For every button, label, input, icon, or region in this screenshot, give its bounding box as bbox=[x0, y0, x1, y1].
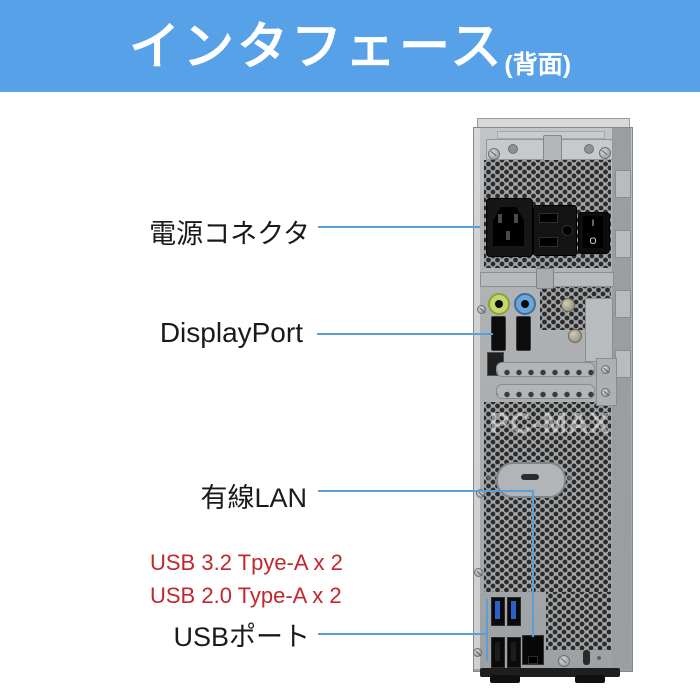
page-subtitle: (背面) bbox=[504, 51, 572, 79]
label-wired-lan: 有線LAN bbox=[200, 483, 307, 513]
power-inlet-pin bbox=[498, 214, 502, 223]
usb-2-0-tongue bbox=[495, 642, 500, 661]
pull-handle-slot bbox=[521, 474, 539, 480]
case-left-highlight bbox=[474, 128, 480, 669]
rivet bbox=[508, 144, 518, 154]
vent-grid-bottom-right bbox=[546, 592, 611, 650]
usb-2-0-tongue bbox=[511, 642, 516, 661]
power-switch-off-mark: O bbox=[589, 236, 597, 246]
usb-3-2-tongue bbox=[511, 601, 516, 619]
power-inlet-pin bbox=[514, 214, 518, 223]
header-banner: インタフェース(背面) bbox=[0, 0, 700, 92]
displayport-connector-1 bbox=[491, 316, 506, 351]
leader-line-displayport bbox=[317, 333, 493, 335]
leader-line-usb-horizontal bbox=[318, 633, 488, 635]
leader-line-lan-vertical bbox=[532, 490, 534, 637]
case-shadow bbox=[480, 668, 620, 677]
rail-tab bbox=[615, 230, 631, 258]
rivet bbox=[584, 144, 594, 154]
screw bbox=[473, 648, 482, 657]
screw bbox=[558, 655, 570, 667]
expansion-slot-cover-2 bbox=[496, 384, 595, 399]
screw bbox=[601, 365, 610, 374]
expansion-slot-cover-1 bbox=[496, 362, 595, 377]
lan-port bbox=[522, 635, 544, 665]
power-switch-rocker bbox=[583, 216, 603, 248]
rivet-dot bbox=[568, 476, 572, 480]
leader-line-usb-vertical bbox=[486, 599, 488, 661]
top-latch bbox=[543, 135, 562, 161]
note-usb32: USB 3.2 Tpye-A x 2 bbox=[150, 550, 343, 575]
pull-handle-oval bbox=[496, 462, 566, 498]
rail-tab bbox=[615, 170, 631, 198]
label-usb-port: USBポート bbox=[173, 622, 310, 652]
bottom-slot bbox=[583, 650, 590, 665]
audio-line-in-jack bbox=[514, 293, 536, 315]
panel-divider-latch bbox=[536, 268, 554, 289]
case-right-rail bbox=[612, 128, 631, 669]
case-foot bbox=[490, 675, 520, 683]
audio-line-out-jack bbox=[488, 293, 510, 315]
note-usb20: USB 2.0 Type-A x 2 bbox=[150, 583, 342, 608]
page-title: インタフェース bbox=[128, 17, 505, 75]
case-foot bbox=[575, 675, 605, 683]
label-displayport: DisplayPort bbox=[159, 317, 303, 348]
label-power-connector: 電源コネクタ bbox=[149, 219, 310, 249]
ac-outlet-slot bbox=[539, 213, 558, 223]
rivet-dot bbox=[597, 656, 601, 660]
rivet-dot bbox=[487, 476, 491, 480]
rail-tab bbox=[615, 290, 631, 318]
screw bbox=[474, 568, 483, 577]
thumbscrew bbox=[568, 329, 582, 343]
thumbscrew bbox=[561, 298, 575, 312]
screw bbox=[599, 147, 611, 159]
power-switch-on-mark: I bbox=[591, 218, 595, 228]
screw bbox=[601, 388, 610, 397]
power-inlet-recess bbox=[493, 207, 524, 246]
rail-tab bbox=[615, 350, 631, 378]
ac-outlet-hole bbox=[562, 225, 573, 236]
leader-line-power bbox=[318, 226, 480, 228]
usb-3-2-tongue bbox=[495, 601, 500, 619]
watermark: PC-MAX bbox=[489, 408, 611, 440]
case-top-edge bbox=[477, 118, 630, 129]
screw bbox=[488, 148, 500, 160]
vent-grid-lower bbox=[484, 402, 611, 592]
slot-bracket bbox=[585, 298, 613, 362]
ac-outlet-slot bbox=[539, 237, 558, 247]
screw bbox=[476, 489, 485, 498]
displayport-connector-2 bbox=[516, 316, 531, 351]
power-inlet-pin bbox=[506, 231, 510, 240]
screw bbox=[477, 305, 486, 314]
leader-line-lan-horizontal bbox=[318, 490, 534, 492]
